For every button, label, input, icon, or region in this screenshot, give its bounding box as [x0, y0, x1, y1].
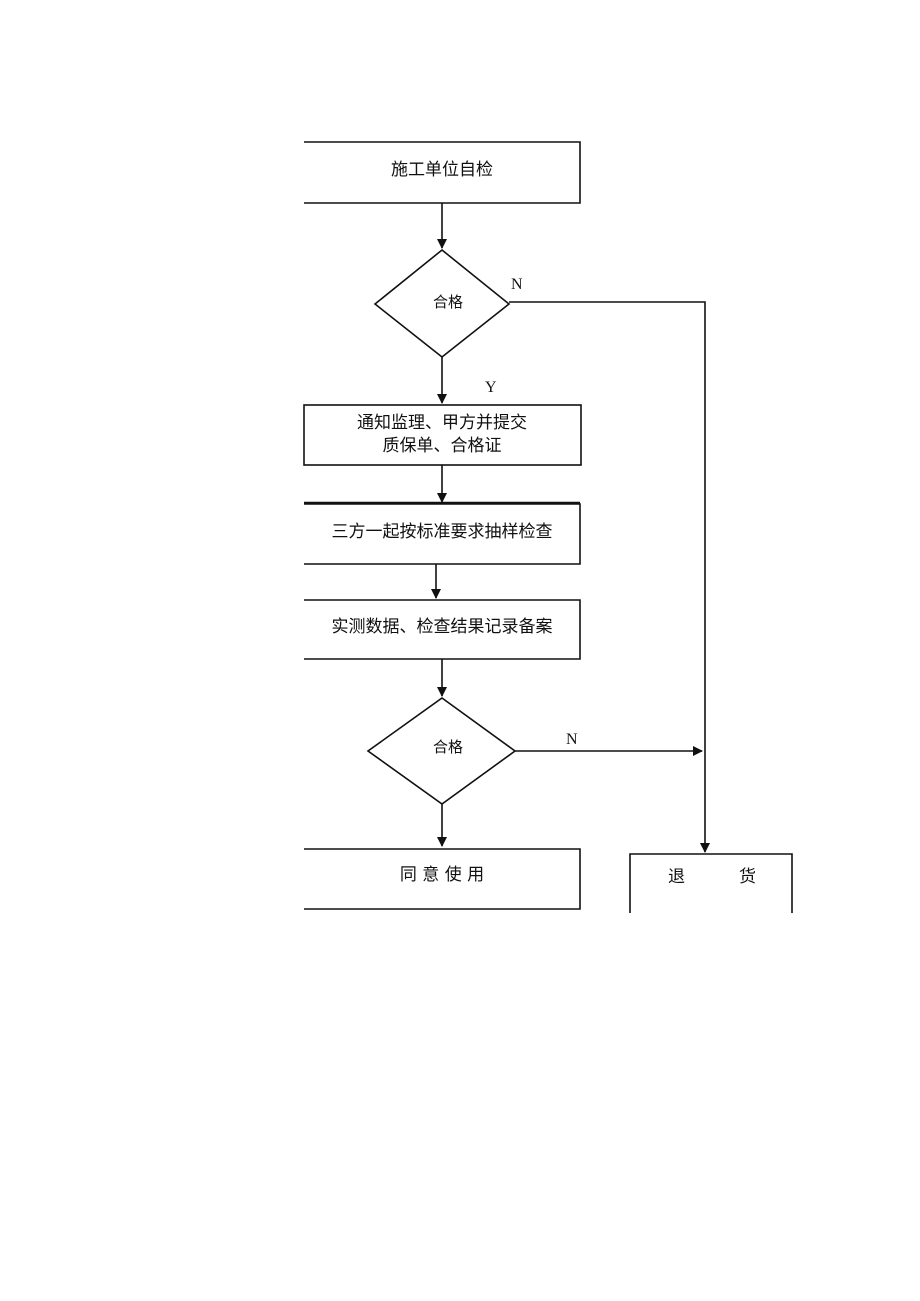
decision-2: 合格 — [366, 697, 517, 805]
node-notify-line-2: 质保单、合格证 — [383, 436, 502, 456]
edge-decision1-no — [509, 301, 710, 853]
decision-1-no-label: N — [511, 276, 523, 293]
node-self-check-label: 施工单位自检 — [391, 160, 493, 180]
node-self-check: 施工单位自检 — [304, 141, 581, 204]
node-sampling: 三方一起按标准要求抽样检查 — [304, 501, 581, 565]
node-notify-line-1: 通知监理、甲方并提交 — [357, 413, 527, 433]
decision-2-label: 合格 — [433, 738, 463, 756]
node-record: 实测数据、检查结果记录备案 — [304, 599, 581, 660]
decision-1: 合格 — [373, 248, 511, 359]
node-return-label: 退 货 — [668, 867, 756, 887]
node-approve-label: 同 意 使 用 — [400, 864, 484, 885]
node-approve: 同 意 使 用 — [304, 848, 581, 910]
node-notify: 通知监理、甲方并提交 质保单、合格证 — [303, 404, 582, 466]
node-record-label: 实测数据、检查结果记录备案 — [332, 617, 553, 637]
decision-1-yes-label: Y — [485, 379, 497, 396]
node-sampling-label: 三方一起按标准要求抽样检查 — [332, 522, 553, 542]
decision-1-label: 合格 — [433, 293, 463, 311]
decision-2-no-label: N — [566, 731, 578, 748]
node-return: 退 货 — [629, 853, 793, 913]
